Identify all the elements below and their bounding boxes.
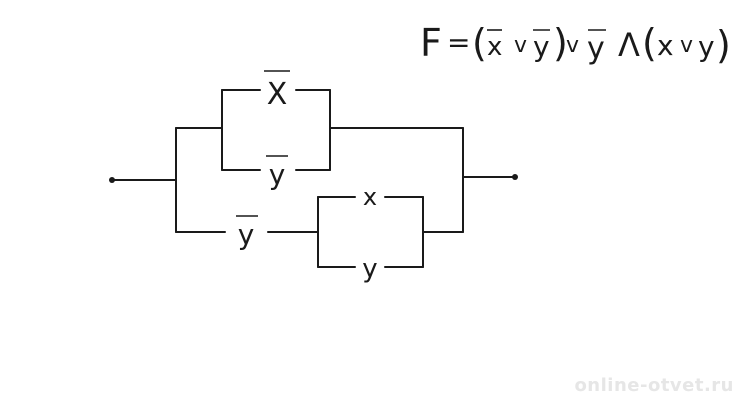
bottom-single-label: y (238, 218, 255, 251)
formula-paren-open-2: ( (642, 21, 657, 65)
formula: F = ( x v y ) v y Λ ( x v y ) (420, 21, 731, 67)
top-lower-label: y (269, 158, 286, 191)
formula-paren-open-1: ( (472, 21, 487, 65)
formula-lhs: F (420, 21, 442, 65)
watermark: online-otvet.ru (574, 375, 734, 396)
formula-or-2: v (566, 33, 579, 58)
bottom-upper-label: x (363, 183, 377, 211)
top-upper-label: X (267, 77, 288, 112)
bottom-lower-label: y (362, 254, 377, 284)
formula-or-1: v (514, 33, 527, 58)
formula-and: Λ (618, 26, 640, 64)
formula-x2: x (657, 29, 674, 62)
formula-paren-close-1: ) (553, 21, 568, 65)
switch-labels: X y y x y (236, 70, 378, 284)
formula-paren-close-2: ) (716, 23, 731, 67)
formula-x: x (487, 32, 502, 62)
formula-y3: y (698, 30, 715, 63)
wires (111, 89, 516, 268)
formula-equals: = (447, 26, 470, 59)
formula-y2: y (587, 31, 605, 66)
formula-or-3: v (680, 33, 693, 58)
formula-y: y (533, 30, 550, 63)
